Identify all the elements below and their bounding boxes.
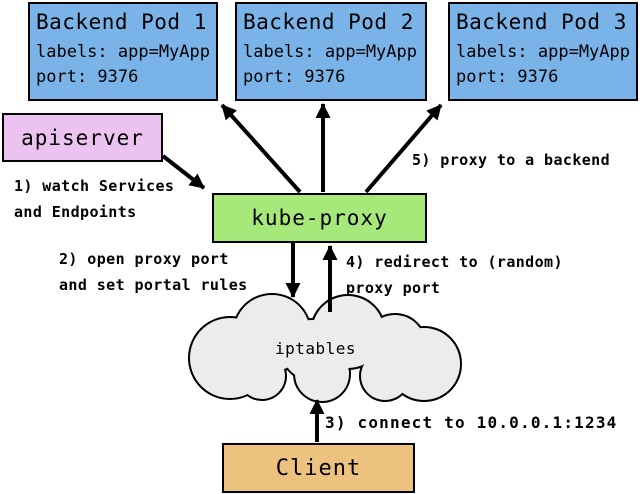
backend-pod-3-title: Backend Pod 3 — [456, 10, 627, 34]
kube-proxy-title: kube-proxy — [251, 206, 388, 230]
step4-line2: proxy port — [346, 279, 441, 297]
arrow-kube-proxy-to-pod1 — [220, 103, 302, 194]
step2-line2: and set portal rules — [59, 276, 248, 294]
step5-line1: 5) proxy to a backend — [412, 151, 611, 169]
apiserver-box: apiserver — [2, 113, 163, 162]
step2-line1: 2) open proxy port — [59, 250, 229, 268]
step3-label: 3) connect to 10.0.0.1:1234 — [325, 412, 618, 434]
backend-pod-3-port: port: 9376 — [456, 67, 559, 87]
step1-line2: and Endpoints — [14, 203, 137, 221]
backend-pod-2-box: Backend Pod 2 labels: app=MyApp port: 93… — [235, 2, 427, 101]
backend-pod-1-box: Backend Pod 1 labels: app=MyApp port: 93… — [28, 2, 218, 101]
backend-pod-3-labels: labels: app=MyApp — [456, 42, 630, 62]
step1-line1: 1) watch Services — [14, 177, 175, 195]
kube-proxy-box: kube-proxy — [212, 193, 427, 243]
step1-label: 1) watch Services and Endpoints — [14, 173, 174, 225]
step5-label: 5) proxy to a backend — [412, 147, 610, 173]
backend-pod-3-box: Backend Pod 3 labels: app=MyApp port: 93… — [448, 2, 638, 101]
backend-pod-1-title: Backend Pod 1 — [36, 10, 207, 34]
backend-pod-1-labels: labels: app=MyApp — [36, 42, 210, 62]
step4-label: 4) redirect to (random) proxy port — [346, 249, 563, 301]
backend-pod-2-port: port: 9376 — [243, 67, 346, 87]
client-box: Client — [222, 443, 415, 493]
apiserver-title: apiserver — [21, 125, 144, 150]
backend-pod-2-labels: labels: app=MyApp — [243, 42, 417, 62]
backend-pod-2-title: Backend Pod 2 — [243, 10, 414, 34]
iptables-label: iptables — [274, 339, 357, 358]
step3-line1: 3) connect to 10.0.0.1:1234 — [325, 413, 618, 432]
step4-line1: 4) redirect to (random) — [346, 253, 563, 271]
client-title: Client — [275, 455, 362, 481]
backend-pod-1-port: port: 9376 — [36, 67, 139, 87]
step2-label: 2) open proxy port and set portal rules — [59, 246, 248, 298]
